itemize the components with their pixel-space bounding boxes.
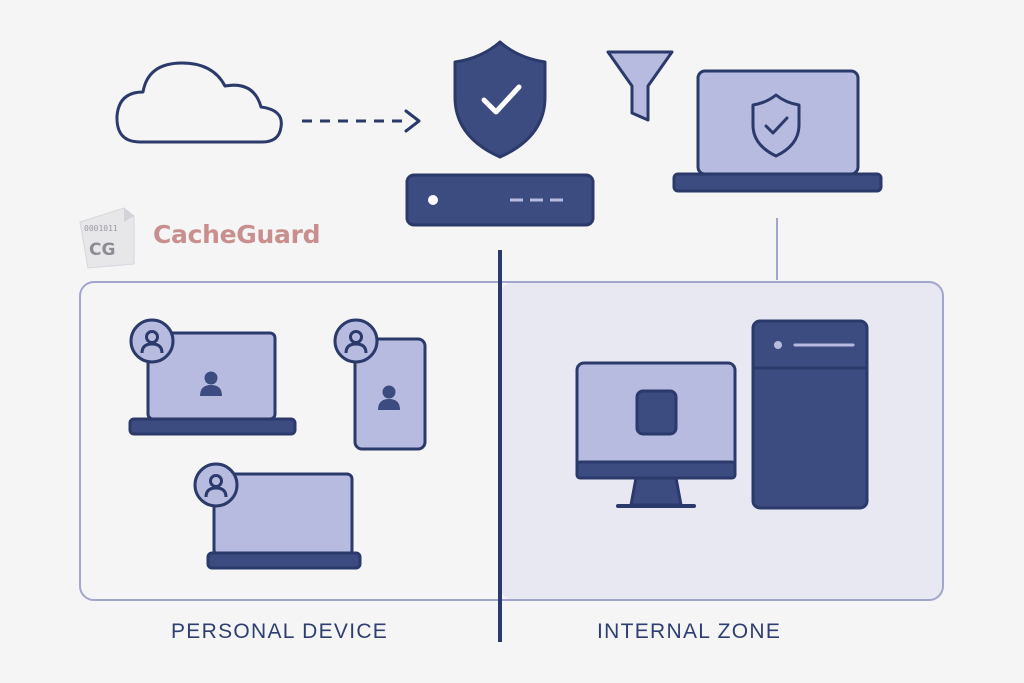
logo-monogram: CG (89, 240, 116, 260)
personal-phone (333, 318, 427, 451)
personal-laptop (128, 318, 297, 436)
zones-frame (79, 281, 944, 601)
logo-bits: 0001011 (84, 224, 118, 233)
arrow-right-icon (302, 109, 421, 133)
avatar-badge (129, 318, 175, 364)
monitor-icon (575, 361, 737, 508)
shield-check-icon (453, 40, 547, 159)
filter-icon (606, 50, 674, 122)
personal-laptop (193, 462, 362, 570)
logo-wordmark: CacheGuard (153, 220, 321, 249)
cloud-icon (115, 61, 283, 144)
personal-device-label: PERSONAL DEVICE (171, 620, 389, 643)
internal-zone-label: INTERNAL ZONE (597, 620, 782, 643)
server-icon (405, 173, 595, 227)
avatar-badge (333, 318, 379, 364)
shield-check-icon (751, 93, 801, 158)
logo-mark (79, 207, 135, 269)
secured-laptop (672, 69, 883, 193)
avatar-badge (193, 462, 239, 508)
tower-pc-icon (751, 319, 869, 510)
